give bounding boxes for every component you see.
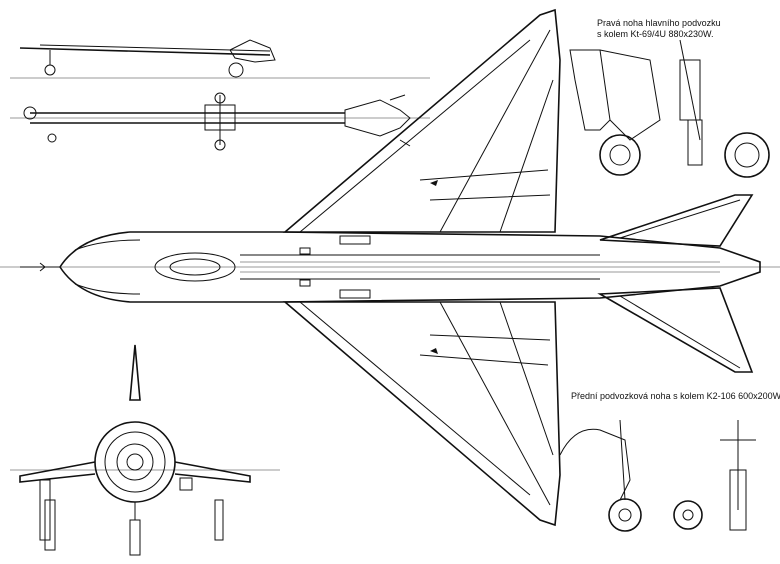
main-gear-caption-line1: Pravá noha hlavního podvozku — [597, 18, 721, 28]
tow-bar-side-view — [10, 39, 430, 79]
aircraft-front-view — [10, 344, 280, 556]
main-gear-caption: Pravá noha hlavního podvozku s kolem Kt-… — [597, 18, 721, 40]
aircraft-top-view — [0, 8, 780, 527]
main-gear-caption-line2: s kolem Kt-69/4U 880x230W. — [597, 29, 714, 39]
main-gear-detail — [569, 39, 770, 178]
nose-gear-caption: Přední podvozková noha s kolem K2-106 60… — [571, 391, 780, 401]
nose-gear-detail — [559, 419, 756, 532]
tow-bar-top-view — [10, 92, 430, 151]
